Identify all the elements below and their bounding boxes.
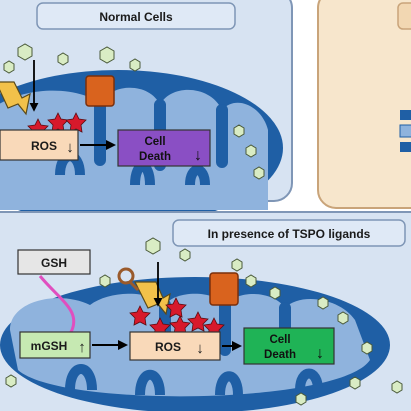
ligand-hexagon-icon [337, 311, 349, 325]
ligand-hexagon-icon [269, 286, 281, 300]
ligand-hexagon-icon [245, 274, 257, 288]
gsh-box: GSH [17, 249, 91, 275]
cell-death-down-arrow-top: ↓ [194, 147, 202, 164]
ros-label-bottom: ROS [155, 340, 181, 354]
ros-star-icon [187, 311, 209, 332]
ligand-hexagon-icon [129, 58, 141, 72]
cell-death-label-top-line1: Cell [144, 136, 165, 148]
ligand-hexagon-icon [57, 52, 69, 66]
ligand-hexagon-icon [99, 274, 111, 288]
orange-channel-top [85, 75, 115, 107]
title-normal-cells: Normal Cells [99, 10, 173, 24]
ligand-hexagon-icon [317, 296, 329, 310]
ligand-hexagon-icon [245, 144, 257, 158]
ros-down-arrow-bottom: ↓ [196, 340, 204, 357]
ligand-hexagon-icon [99, 46, 115, 64]
ligand-hexagon-icon [295, 392, 307, 406]
ros-star-icon [165, 297, 187, 318]
right-panel-mito-fragment [400, 142, 411, 152]
right-panel-mito-fragment [399, 124, 411, 138]
ros-box-top: ROS ↓ [0, 129, 79, 161]
ligand-hexagon-icon [3, 60, 15, 74]
title-box-tspo: In presence of TSPO ligands [172, 219, 406, 247]
ligand-hexagons-top [3, 43, 265, 180]
title-box-normal-cells: Normal Cells [36, 2, 236, 30]
ros-star-icon [129, 305, 151, 326]
mgsh-box: mGSH ↑ [19, 331, 91, 359]
ligand-hexagon-icon [361, 341, 373, 355]
orange-channel-bottom [209, 272, 239, 306]
tspo-ligand-ring-stem [128, 280, 140, 292]
right-panel-title-box [397, 2, 411, 30]
cell-death-box-top: Cell Death ↓ [117, 129, 211, 167]
ligand-hexagon-icon [145, 237, 161, 255]
gsh-label: GSH [41, 256, 67, 270]
cell-death-label-bottom-line1: Cell [269, 334, 290, 346]
tspo-ligand-ring-icon [117, 267, 135, 285]
lightning-icon-top [0, 81, 31, 116]
cell-death-down-arrow-bottom: ↓ [316, 345, 324, 362]
ligand-hexagon-icon [5, 374, 17, 388]
right-panel-mito-fragment [400, 110, 411, 120]
ros-down-arrow-top: ↓ [66, 139, 74, 156]
cell-death-label-bottom-line2: Death [264, 349, 296, 361]
ros-label-top: ROS [31, 139, 57, 153]
ligand-hexagon-icon [179, 248, 191, 262]
title-tspo-ligands: In presence of TSPO ligands [208, 227, 371, 241]
ligand-hexagon-icon [233, 124, 245, 138]
cell-death-box-bottom: Cell Death ↓ [243, 327, 335, 365]
ros-star-icon [65, 112, 87, 133]
mgsh-up-arrow: ↑ [78, 339, 86, 356]
mgsh-label: mGSH [31, 339, 68, 353]
ros-box-bottom: ROS ↓ [129, 331, 221, 361]
panel-right-partial [317, 0, 411, 209]
ligand-hexagons-bottom [5, 237, 403, 406]
cell-death-label-top-line2: Death [139, 151, 171, 163]
ligand-hexagon-icon [253, 166, 265, 180]
ligand-hexagon-icon [349, 376, 361, 390]
ligand-hexagon-icon [17, 43, 33, 61]
ligand-hexagon-icon [391, 380, 403, 394]
ligand-hexagon-icon [231, 258, 243, 272]
